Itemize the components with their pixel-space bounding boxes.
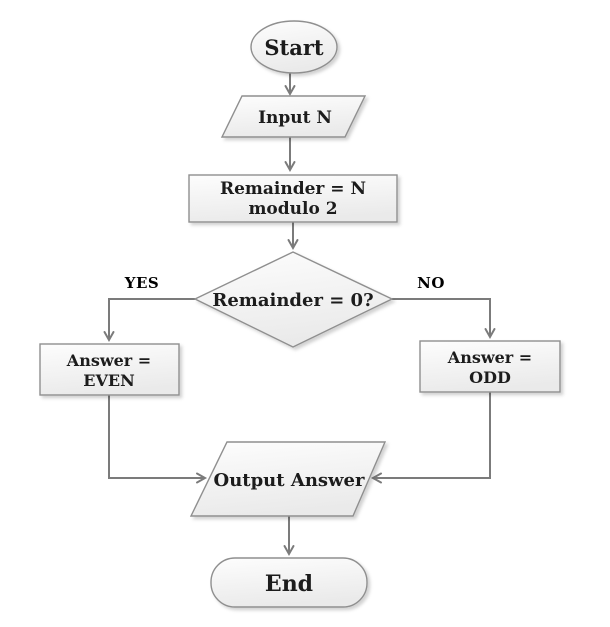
end-terminator: [210, 557, 368, 608]
start-label: Start: [264, 35, 324, 60]
answer-odd-label-line2: ODD: [469, 368, 511, 387]
decision-diamond: [193, 251, 394, 348]
answer-even-label-line2: EVEN: [83, 371, 134, 390]
connector-group: [103, 73, 496, 557]
node-label-group: Start Input N Remainder = N modulo 2 Rem…: [66, 35, 532, 597]
answer-odd-label-line1: Answer =: [447, 348, 532, 367]
process-label-line1: Remainder = N: [220, 179, 366, 199]
shape-group: [39, 20, 561, 608]
answer-even-label-line1: Answer =: [66, 351, 151, 370]
connector-odd-to-output: [370, 392, 491, 484]
process-rectangle: [188, 174, 398, 223]
answer-even-rectangle: [39, 343, 180, 396]
input-parallelogram: [220, 95, 367, 138]
input-label: Input N: [258, 108, 332, 128]
output-label: Output Answer: [214, 470, 365, 491]
branch-label-group: YES NO: [124, 274, 445, 292]
process-label-line2: modulo 2: [248, 199, 337, 219]
no-branch-label: NO: [417, 274, 445, 292]
connector-decision-no: [392, 298, 496, 340]
connector-even-to-output: [108, 395, 208, 484]
connector-decision-yes: [103, 298, 195, 343]
yes-branch-label: YES: [124, 274, 159, 292]
decision-label: Remainder = 0?: [212, 290, 373, 311]
end-label: End: [265, 571, 313, 597]
output-parallelogram: [189, 441, 387, 517]
answer-odd-rectangle: [419, 340, 561, 393]
start-terminator: [250, 20, 338, 74]
